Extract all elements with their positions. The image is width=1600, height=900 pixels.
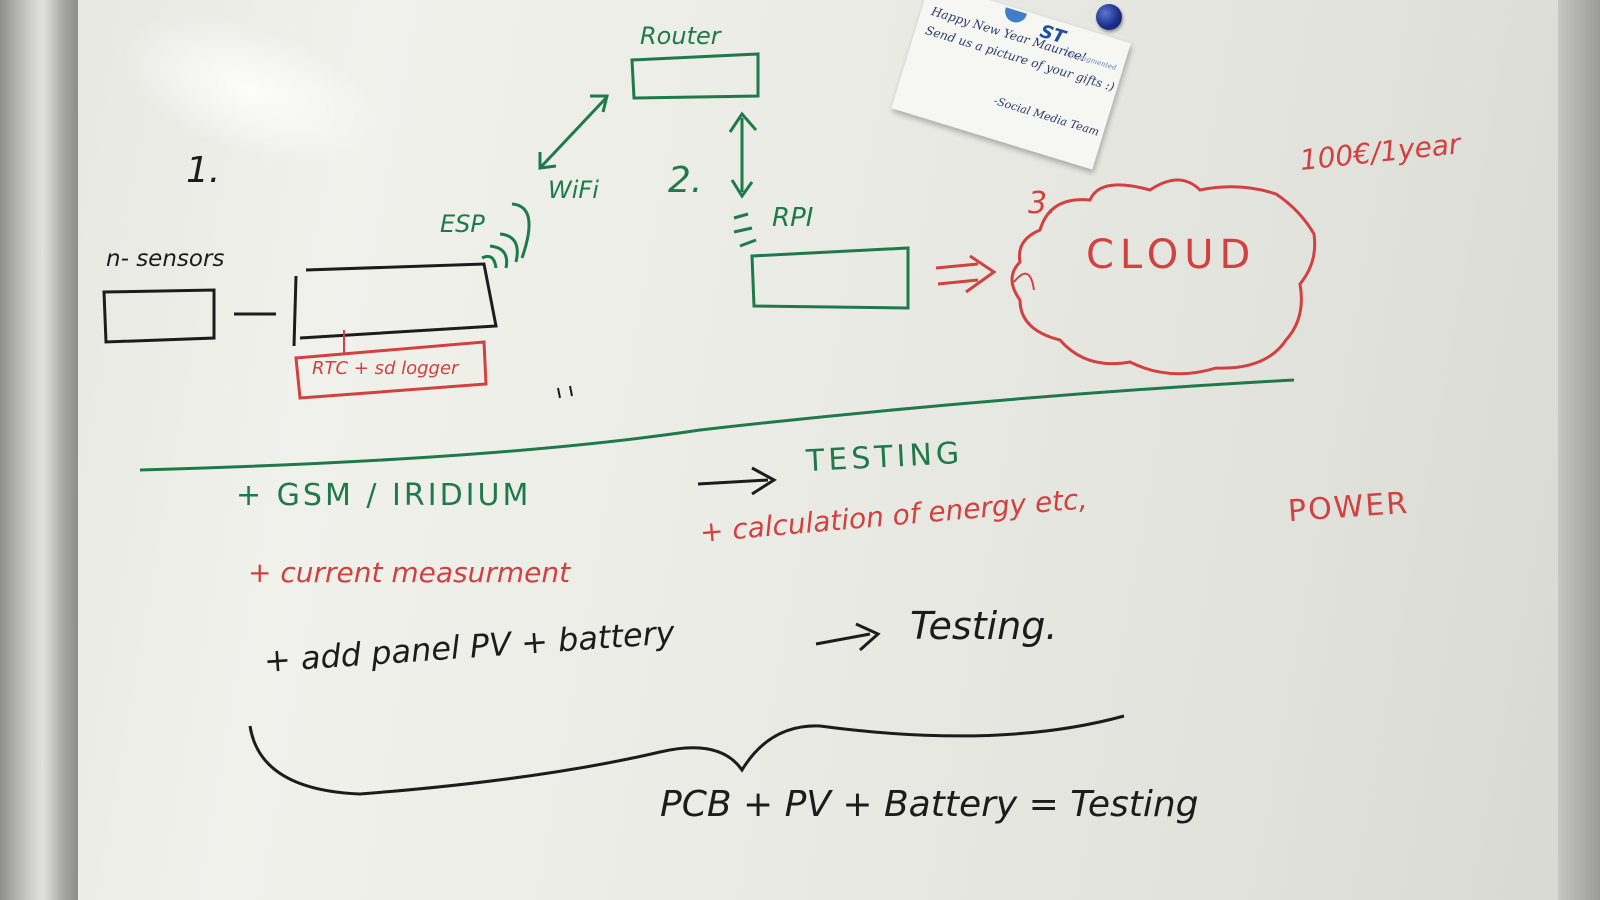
current-measurement-line: + current measurment <box>248 556 571 589</box>
note-logo-circle <box>1002 7 1027 26</box>
wifi-label: WiFi <box>548 176 599 204</box>
testing-arrow-1 <box>697 466 777 496</box>
esp-box <box>292 262 498 347</box>
cloud-arrow <box>935 254 997 294</box>
whiteboard-frame-left <box>0 0 78 900</box>
curly-brace <box>248 714 1125 796</box>
sensors-box <box>102 288 216 344</box>
divider-line <box>139 378 1295 472</box>
gsm-line: + GSM / IRIDIUM <box>236 478 532 513</box>
rpi-arrow <box>728 111 758 199</box>
esp-signal-waves <box>481 202 531 269</box>
rpi-signal-marks <box>733 212 757 248</box>
step-one-label: 1. <box>186 150 221 191</box>
testing-label-mid: Testing. <box>910 604 1058 648</box>
rpi-box <box>750 246 910 310</box>
note-signature: -Social Media Team <box>992 94 1101 139</box>
cloud-inner-mark <box>1013 272 1035 291</box>
cloud-shape <box>1010 178 1317 376</box>
cloud-label: CLOUD <box>1086 232 1257 278</box>
summary-line: PCB + PV + Battery = Testing <box>660 784 1199 825</box>
router-box <box>630 52 760 100</box>
testing-arrow-2 <box>815 622 881 652</box>
sensors-label: n- sensors <box>106 246 225 272</box>
rpi-label: RPI <box>772 203 814 233</box>
step-three-label: 3. <box>1028 186 1057 221</box>
small-marks <box>557 385 573 399</box>
whiteboard-frame-right <box>1558 0 1600 900</box>
rtc-label: RTC + sd logger <box>312 358 459 379</box>
esp-label: ESP <box>440 210 485 238</box>
magnet <box>1096 4 1122 30</box>
step-two-label: 2. <box>668 160 703 201</box>
router-label: Router <box>640 22 721 50</box>
rtc-box <box>294 340 488 400</box>
wifi-arrow <box>538 94 609 170</box>
